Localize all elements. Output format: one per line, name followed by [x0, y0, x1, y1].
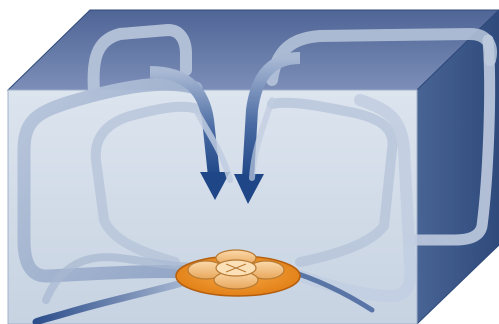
flow-right-loop	[404, 34, 496, 246]
flow-down-left-stem	[149, 66, 220, 177]
flow-lower-left-sweep	[42, 253, 200, 304]
box-top-face	[6, 9, 499, 91]
flow-down-right-stem	[242, 52, 301, 179]
arrow-head-down-left	[200, 172, 230, 200]
flow-down-light-left	[193, 107, 233, 183]
flow-bottom-left	[32, 274, 204, 324]
flow-right-loop-outer	[294, 94, 417, 303]
flow-top-left-back	[87, 23, 192, 98]
flow-left-loop-inner	[90, 101, 209, 267]
impeller-unit	[187, 249, 285, 290]
impeller-hub-line-b	[225, 263, 247, 273]
flow-left-loop-outer	[17, 77, 203, 283]
flow-down-light-right	[249, 97, 275, 181]
flow-right-loop-inner	[267, 97, 398, 267]
arrow-head-down-right	[234, 174, 264, 204]
